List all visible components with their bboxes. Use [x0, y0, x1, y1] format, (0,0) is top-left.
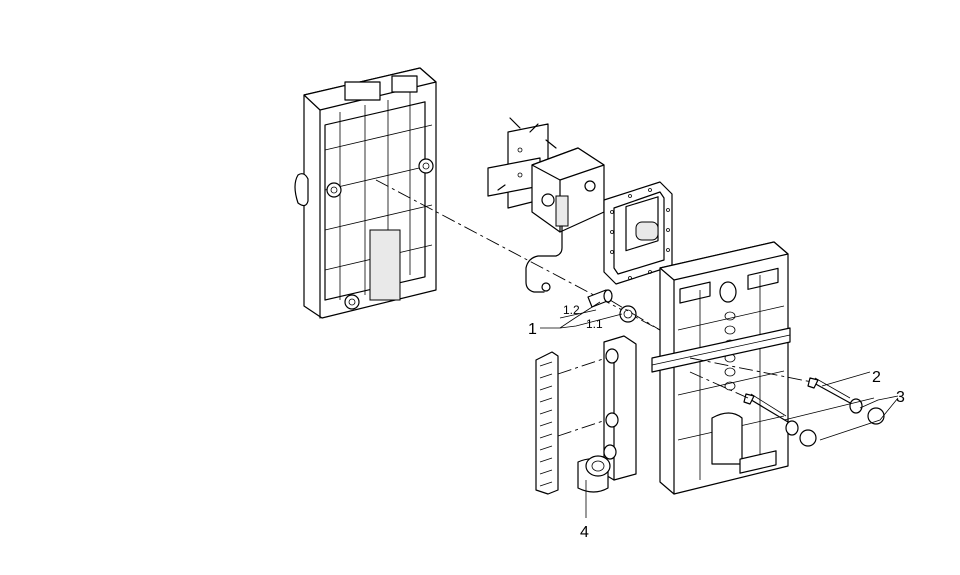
anchor-bolt-2 [807, 377, 885, 425]
alignment-line [557, 357, 607, 375]
rear-mounting-frame [294, 67, 437, 319]
anchor-bolt-3 [743, 393, 817, 447]
callout-1: 1 [528, 321, 537, 338]
callout-3: 3 [896, 389, 905, 406]
callout-2: 2 [872, 369, 881, 386]
fitting-1-2 [587, 289, 613, 308]
callout-1-1: 1.1 [586, 317, 603, 331]
alignment-line [609, 299, 661, 331]
toothed-rail-4 [535, 351, 559, 495]
callout-leaders-2-3 [783, 371, 899, 441]
callout-4: 4 [580, 524, 589, 541]
front-mounting-frame [651, 241, 791, 495]
callout-leaders-1 [540, 301, 623, 329]
alignment-line [375, 179, 661, 331]
alignment-line [557, 419, 607, 437]
rail-teeth [539, 361, 553, 487]
valve-housing [525, 147, 605, 293]
control-panel [603, 181, 673, 285]
rail-bracket-4 [577, 335, 637, 493]
alignment-line [689, 371, 749, 399]
fitting-1-1 [619, 305, 637, 323]
callout-1-2: 1.2 [563, 303, 580, 317]
alignment-line [689, 357, 813, 383]
